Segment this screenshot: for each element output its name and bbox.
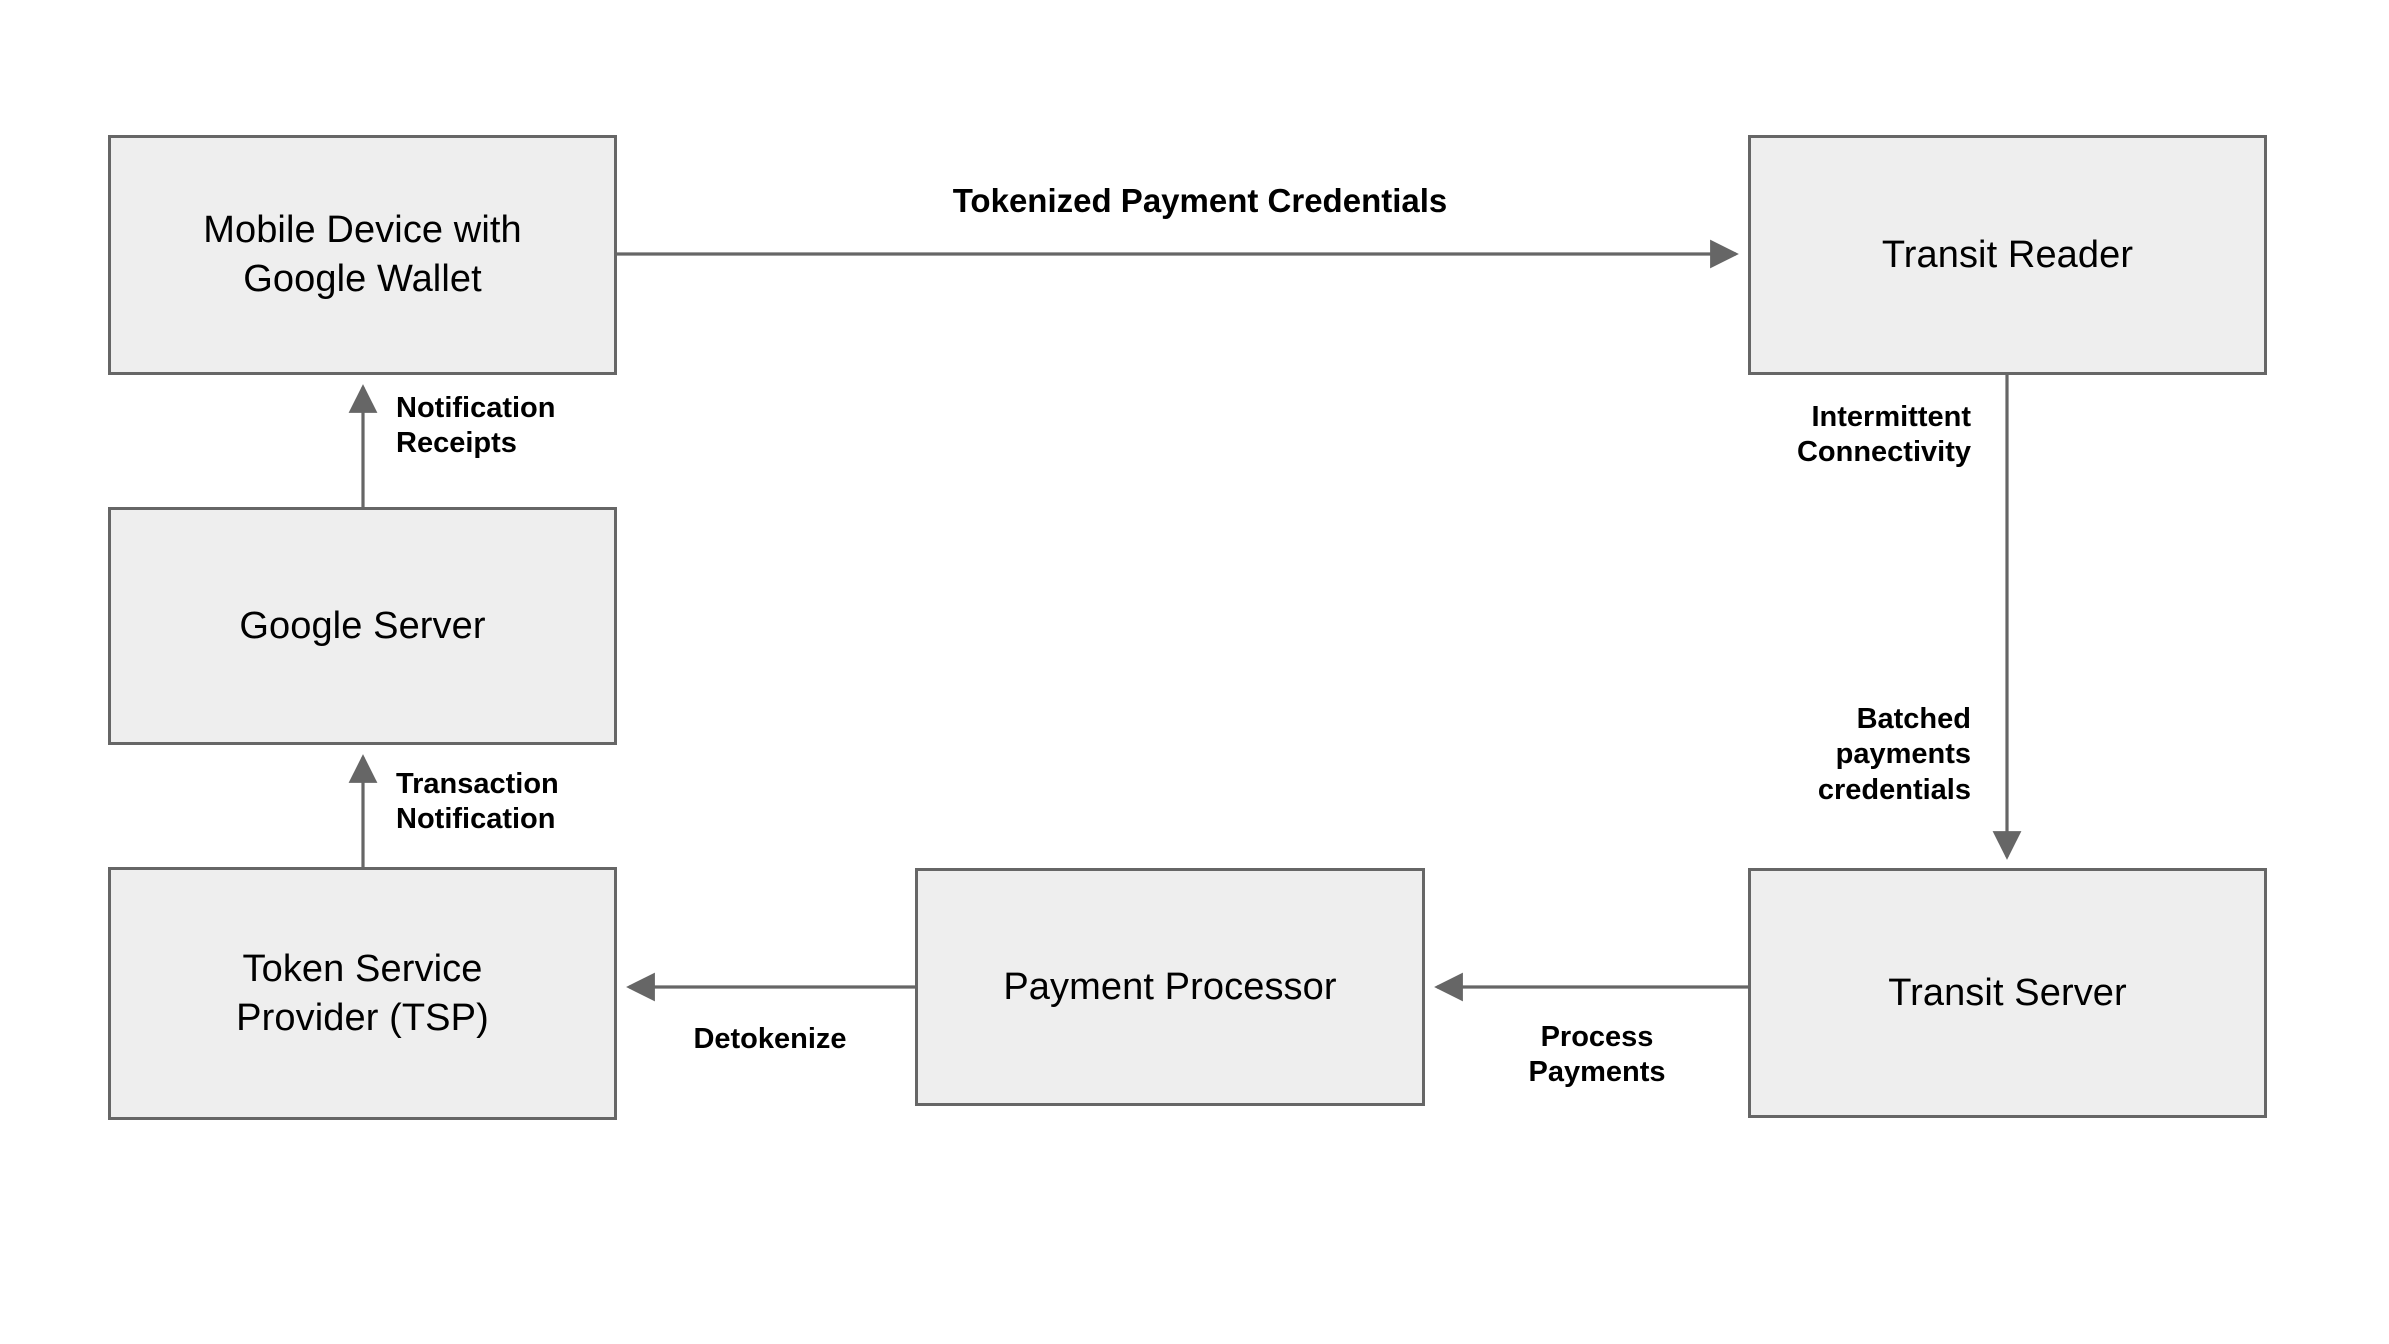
node-mobile-device-label: Mobile Device with Google Wallet xyxy=(203,209,522,300)
edge-label-process-payments: Process Payments xyxy=(1528,1021,1666,1089)
node-token-service-provider[interactable]: Token Service Provider (TSP) xyxy=(108,867,617,1120)
node-google-server[interactable]: Google Server xyxy=(108,507,617,745)
node-payment-processor[interactable]: Payment Processor xyxy=(915,868,1425,1106)
edge-label-intermittent-connectivity: Intermittent Connectivity xyxy=(1796,401,1971,469)
edge-label-transaction-notification: Transaction Notification xyxy=(396,768,559,836)
edge-label-notification-receipts: Notification Receipts xyxy=(396,392,556,460)
node-mobile-device[interactable]: Mobile Device with Google Wallet xyxy=(108,135,617,375)
node-transit-server-label: Transit Server xyxy=(1888,971,2127,1014)
edge-label-detokenize: Detokenize xyxy=(693,1023,847,1055)
node-transit-reader-label: Transit Reader xyxy=(1881,233,2134,276)
node-transit-reader[interactable]: Transit Reader xyxy=(1748,135,2267,375)
edge-label-tokenized-payment-credentials: Tokenized Payment Credentials xyxy=(952,182,1448,219)
edge-label-batched-payments-credentials: Batched payments credentials xyxy=(1817,703,1971,806)
node-payment-processor-label: Payment Processor xyxy=(1003,965,1337,1008)
node-token-service-provider-label: Token Service Provider (TSP) xyxy=(236,947,489,1039)
node-transit-server[interactable]: Transit Server xyxy=(1748,868,2267,1118)
node-google-server-label: Google Server xyxy=(239,604,486,647)
